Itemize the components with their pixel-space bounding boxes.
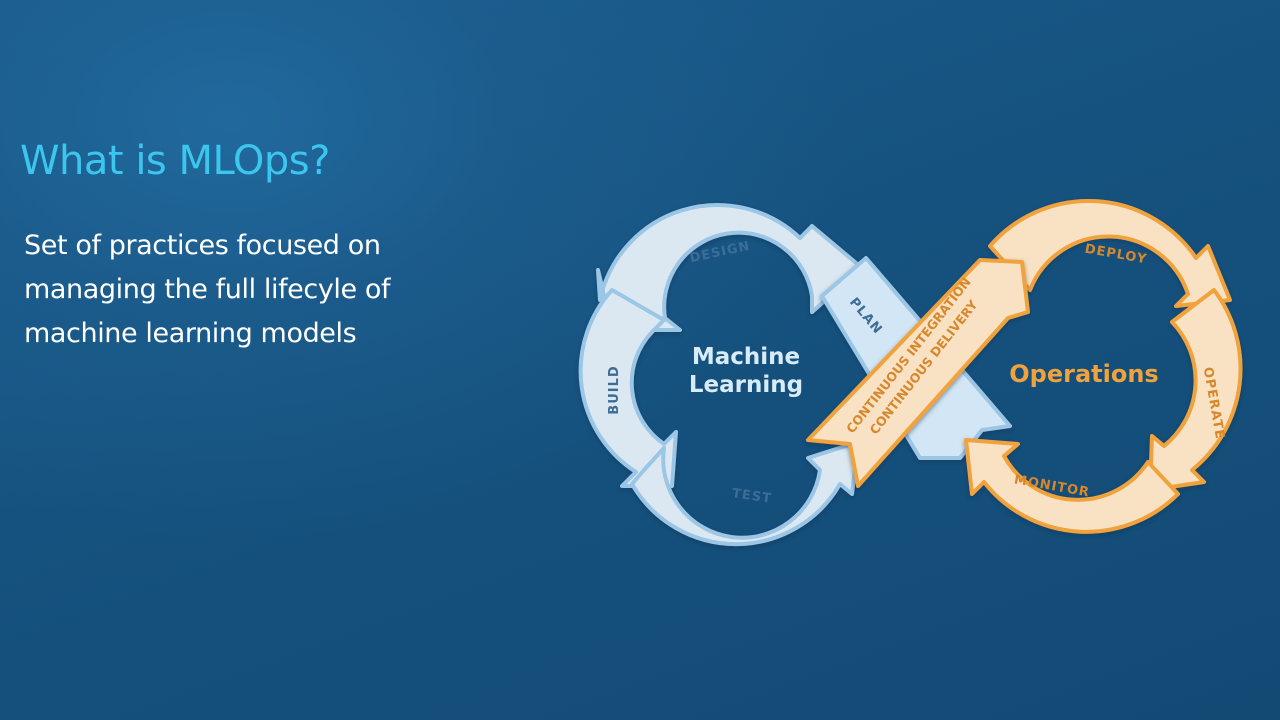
ml-loop	[578, 203, 864, 547]
ml-center-line1: Machine	[692, 344, 800, 370]
ml-center-line2: Learning	[689, 372, 803, 398]
stage-label-test: TEST	[731, 486, 773, 506]
deploy-arrow	[988, 198, 1232, 308]
stage-label-build: BUILD	[607, 365, 622, 414]
stage-label-deploy: DEPLOY	[1084, 242, 1149, 268]
cicd-band	[806, 258, 1030, 488]
monitor-arrow	[964, 438, 1180, 534]
ops-center-label: Operations	[1009, 360, 1158, 388]
build-arrow	[578, 288, 678, 488]
slide-subtitle: Set of practices focused on managing the…	[24, 230, 391, 349]
ops-loop	[964, 198, 1243, 534]
slide-title: What is MLOps?	[20, 138, 330, 184]
operate-arrow	[1148, 288, 1243, 492]
design-arrow	[596, 203, 864, 332]
test-arrow	[630, 440, 860, 547]
